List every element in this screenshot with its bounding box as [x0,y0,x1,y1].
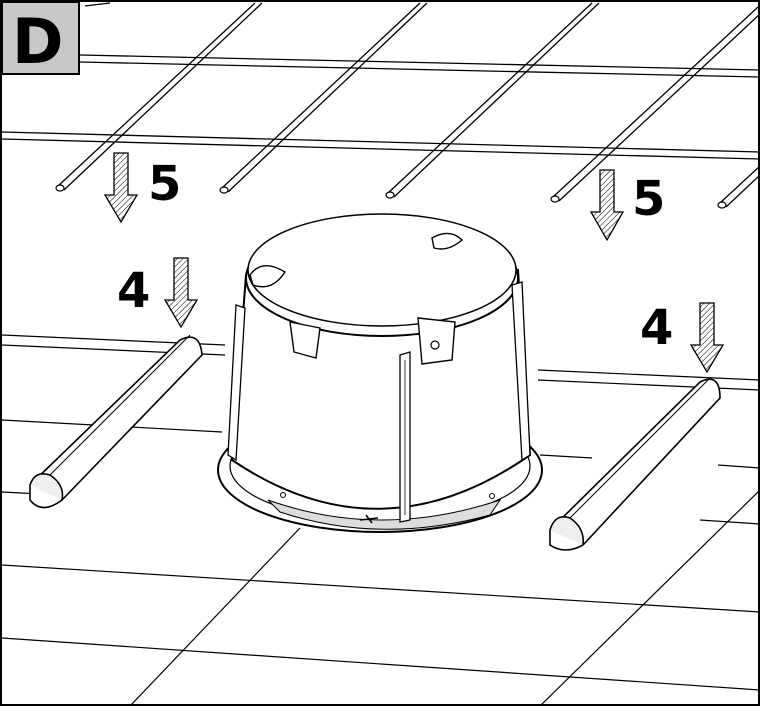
recessed-box [217,213,543,533]
spacer-right [549,377,721,551]
step-label-4-right: 4 [640,300,673,356]
arrow-step5-right [589,169,625,242]
step-label-5-left: 5 [148,156,181,212]
upper-rebar-grid [1,2,760,208]
panel-label-box: D [1,1,80,78]
rebar-end-caps [55,184,727,209]
panel-label: D [12,5,63,78]
arrow-step5-left [103,152,139,224]
step-label-5-right: 5 [632,171,665,227]
step-label-4-left: 4 [117,263,150,319]
arrow-step4-left [163,257,199,329]
spacer-left [29,334,203,509]
arrow-step4-right [689,302,725,374]
